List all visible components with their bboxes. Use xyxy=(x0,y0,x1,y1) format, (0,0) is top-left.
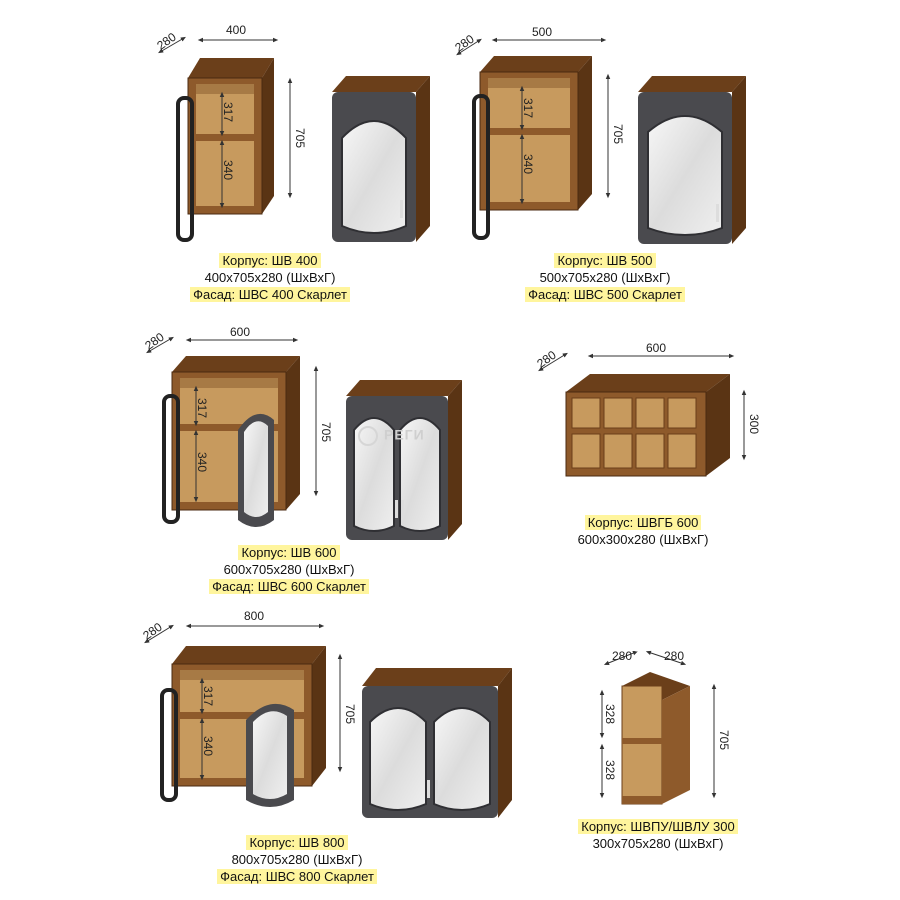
watermark-text: РЕГИ xyxy=(384,426,425,443)
caption-shv600: Корпус: ШВ 600 600x705x280 (ШхВхГ) Фасад… xyxy=(184,544,394,595)
dim-lower-shelf: 340 xyxy=(521,154,535,174)
dim-height: 705 xyxy=(343,704,357,724)
caption-shv500: Корпус: ШВ 500 500x705x280 (ШхВхГ) Фасад… xyxy=(500,252,710,303)
cabinet-shvpu300: 280 280 328 328 705 xyxy=(599,649,731,805)
dim-width: 400 xyxy=(226,23,246,37)
caption-facade: Фасад: ШВС 600 Скарлет xyxy=(209,579,369,594)
dim-width: 500 xyxy=(532,25,552,39)
dim-width: 600 xyxy=(646,341,666,355)
caption-body: Корпус: ШВПУ/ШВЛУ 300 xyxy=(578,819,738,834)
caption-size: 500x705x280 (ШхВхГ) xyxy=(539,270,671,285)
caption-body: Корпус: ШВ 400 xyxy=(219,253,321,268)
dim-lower-shelf: 328 xyxy=(603,760,617,780)
dim-lower-shelf: 340 xyxy=(221,160,235,180)
cabinet-open-view xyxy=(160,646,326,807)
dim-depth: 280 xyxy=(142,330,167,353)
cabinet-closed-view xyxy=(332,76,430,242)
caption-shv800: Корпус: ШВ 800 800x705x280 (ШхВхГ) Фасад… xyxy=(192,834,402,885)
dim-height: 705 xyxy=(319,422,333,442)
caption-body: Корпус: ШВ 600 xyxy=(238,545,340,560)
caption-facade: Фасад: ШВС 800 Скарлет xyxy=(217,869,377,884)
caption-body: Корпус: ШВ 800 xyxy=(246,835,348,850)
dim-upper-shelf: 317 xyxy=(221,102,235,122)
dim-upper-shelf: 328 xyxy=(603,704,617,724)
dim-height: 300 xyxy=(747,414,761,434)
caption-facade: Фасад: ШВС 500 Скарлет xyxy=(525,287,685,302)
dim-depth: 280 xyxy=(452,32,477,55)
caption-shvgb600: Корпус: ШВГБ 600 600x300x280 (ШхВхГ) xyxy=(538,514,748,548)
caption-size: 800x705x280 (ШхВхГ) xyxy=(231,852,363,867)
dim-depth: 280 xyxy=(140,620,165,643)
caption-size: 600x300x280 (ШхВхГ) xyxy=(577,532,709,547)
watermark: РЕГИ xyxy=(358,426,425,446)
dim-lower-shelf: 340 xyxy=(201,736,215,756)
caption-size: 400x705x280 (ШхВхГ) xyxy=(204,270,336,285)
dim-depth: 280 xyxy=(154,30,179,53)
watermark-logo-icon xyxy=(358,426,378,446)
cabinet-open-view xyxy=(162,356,300,527)
cabinet-closed-view xyxy=(638,76,746,244)
caption-shv400: Корпус: ШВ 400 400x705x280 (ШхВхГ) Фасад… xyxy=(170,252,370,303)
cabinet-shv800: 280 800 705 317 340 xyxy=(140,609,512,818)
dim-depth-right: 280 xyxy=(664,649,684,663)
cabinet-open-view xyxy=(176,58,274,242)
open-niches xyxy=(571,397,697,469)
cabinet-closed-view xyxy=(362,668,512,818)
dim-depth: 280 xyxy=(534,348,559,371)
cabinet-shvgb600: 280 600 300 xyxy=(534,341,761,477)
dim-lower-shelf: 340 xyxy=(195,452,209,472)
dim-upper-shelf: 317 xyxy=(521,98,535,118)
cabinet-shv400: 280 400 705 317 340 xyxy=(154,23,430,242)
caption-size: 300x705x280 (ШхВхГ) xyxy=(592,836,724,851)
caption-size: 600x705x280 (ШхВхГ) xyxy=(223,562,355,577)
dim-upper-shelf: 317 xyxy=(201,686,215,706)
dim-width: 600 xyxy=(230,325,250,339)
cabinet-open-view xyxy=(472,56,592,240)
dim-width: 800 xyxy=(244,609,264,623)
dim-depth-left: 280 xyxy=(612,649,632,663)
cabinet-closed-view xyxy=(346,380,462,540)
dim-upper-shelf: 317 xyxy=(195,398,209,418)
dim-height: 705 xyxy=(611,124,625,144)
caption-body: Корпус: ШВ 500 xyxy=(554,253,656,268)
caption-shvpu300: Корпус: ШВПУ/ШВЛУ 300 300x705x280 (ШхВхГ… xyxy=(548,818,768,852)
caption-body: Корпус: ШВГБ 600 xyxy=(584,515,702,530)
dim-height: 705 xyxy=(293,128,307,148)
caption-facade: Фасад: ШВС 400 Скарлет xyxy=(190,287,350,302)
cabinet-shv500: 280 500 705 317 340 xyxy=(452,25,746,244)
dim-height: 705 xyxy=(717,730,731,750)
